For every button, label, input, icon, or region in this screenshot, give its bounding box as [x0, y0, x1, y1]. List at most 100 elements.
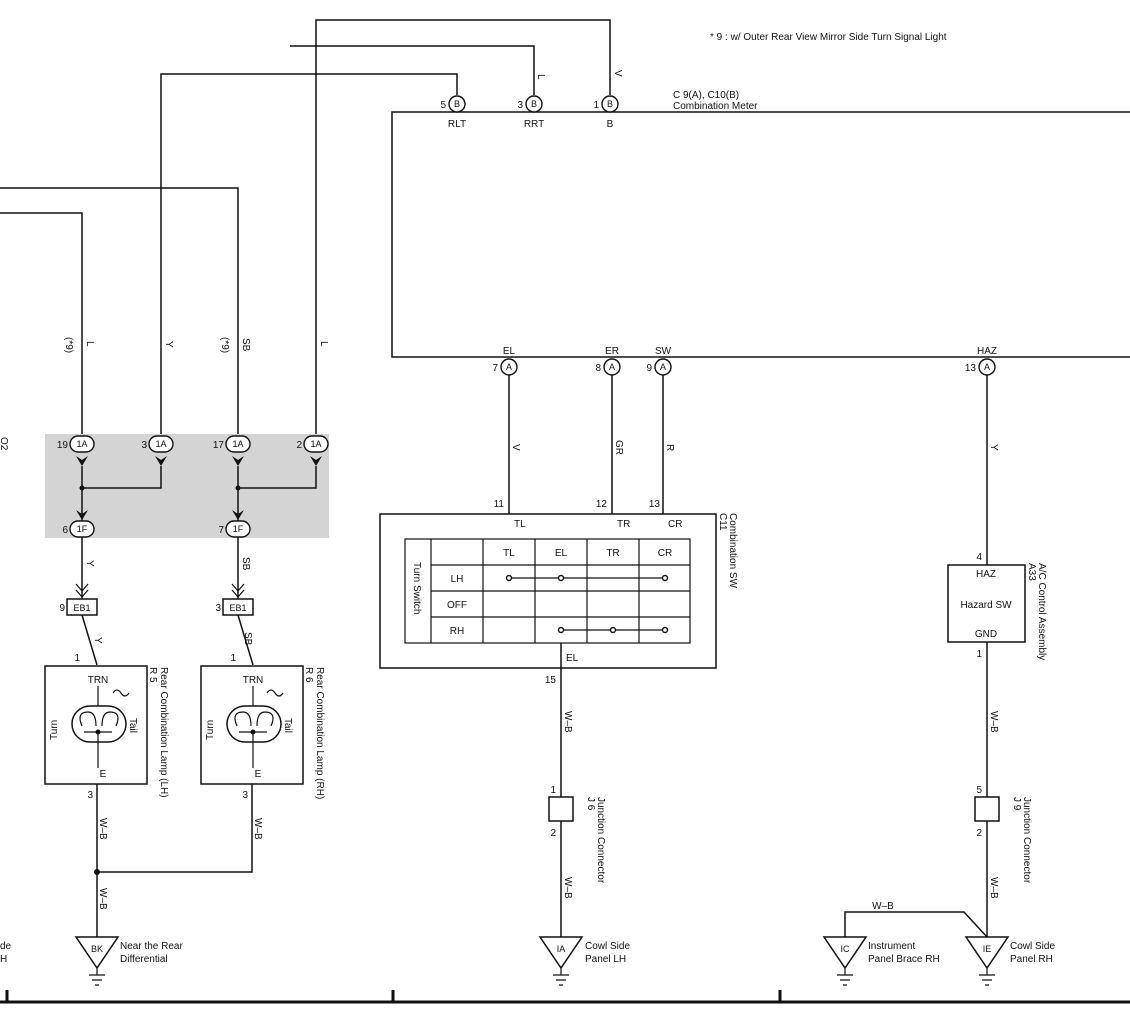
lamp-rh-e: E — [255, 769, 262, 780]
row-rh: RH — [450, 626, 464, 637]
ground-line1: Instrument — [868, 941, 915, 952]
meter-pin-sw: SW A 9 — [646, 346, 672, 376]
wire-color-w4: L — [318, 341, 329, 347]
pin-conn: 1A — [232, 439, 243, 449]
lamp-rh-pin-top: 1 — [230, 653, 236, 664]
haz-pin-top: 4 — [976, 552, 982, 563]
pin-conn: EB1 — [73, 603, 90, 613]
csw-name: Combination SW — [727, 513, 738, 589]
j9-code: J 9 — [1011, 797, 1022, 811]
pin-num: 6 — [62, 525, 68, 536]
wire-color-el: V — [510, 444, 521, 451]
meter-pin-haz: HAZ A 13 — [965, 346, 997, 376]
pin-conn: 1F — [233, 524, 244, 534]
combination-switch: 11 12 13 TL TR CR C11 Combination SW Tur… — [379, 499, 738, 686]
wire-color-w1: L — [84, 341, 95, 347]
wire-color-sb-out: SB — [240, 557, 251, 571]
ground-ie: IE Cowl Side Panel RH — [964, 936, 1055, 986]
pin-num: 9 — [59, 603, 65, 614]
junction-internal-wiring — [76, 456, 322, 521]
turn-switch-table: Turn Switch TL EL TR CR LH OFF RH — [404, 538, 691, 644]
pin-conn: B — [454, 99, 460, 109]
combination-meter: C 9(A), C10(B) Combination Meter — [391, 90, 1130, 358]
meter-pin-rlt: B 5 RLT — [440, 95, 466, 130]
wire-color-er: GR — [613, 440, 624, 455]
ground-line2: Panel RH — [1010, 954, 1053, 965]
csw-pin-tr: TR — [617, 519, 630, 530]
ground-line2: Differential — [120, 954, 168, 965]
ground-ic: IC Instrument Panel Brace RH — [822, 936, 940, 986]
lamp-lh-trn: TRN — [88, 675, 109, 686]
hazard-switch: 4 HAZ Hazard SW GND A33 A/C Control Asse… — [947, 552, 1047, 660]
wire-color-wb8: W–B — [872, 901, 894, 912]
lamp-lh-e: E — [100, 769, 107, 780]
j9-pin-top: 5 — [976, 785, 982, 796]
ground-code: IA — [557, 944, 566, 954]
left-partial-o2: O2 — [0, 437, 9, 451]
left-partial-h: H — [0, 954, 7, 965]
j6-code: J 6 — [585, 797, 596, 811]
pin-name: HAZ — [977, 346, 997, 357]
j6-pin-top: 1 — [550, 785, 556, 796]
lamp-rh-pin-bottom: 3 — [242, 790, 248, 801]
wire-color-wb1: W–B — [97, 818, 108, 840]
lamp-lh-pin-top: 1 — [74, 653, 80, 664]
wire-color-wb2: W–B — [252, 818, 263, 840]
ground-ia: IA Cowl Side Panel LH — [538, 936, 630, 986]
pin-conn: B — [607, 99, 613, 109]
lamp-rh-name: Rear Combination Lamp (RH) — [314, 667, 325, 799]
pin-conn: 1A — [310, 439, 321, 449]
pin-name: RLT — [448, 119, 466, 130]
wire-color-top-v: V — [612, 70, 623, 77]
lamp-rh-code: R 6 — [303, 667, 314, 683]
csw-pin-tl: TL — [514, 519, 526, 530]
pin-conn: B — [531, 99, 537, 109]
csw-pin-el: EL — [566, 653, 579, 664]
csw-pin-13: 13 — [649, 499, 661, 510]
pin-name: SW — [655, 346, 672, 357]
junction-connector-j9: 5 2 J 9 Junction Connector — [976, 785, 1032, 884]
junction-pin-19: 1A 19 — [57, 435, 95, 453]
lamp-rh-turn: Turn — [205, 720, 216, 740]
wire-color-w3: SB — [240, 338, 251, 352]
eb1-wiring — [75, 537, 245, 599]
j6-wiring — [548, 668, 574, 937]
row-lh: LH — [451, 574, 464, 585]
hazard-code: A33 — [1026, 563, 1037, 581]
meter-pin-er: ER A 8 — [595, 346, 621, 376]
ground-code: IE — [983, 944, 992, 954]
pin-num: 8 — [595, 363, 601, 374]
wire-color-w2: Y — [163, 341, 174, 348]
pin-name: B — [607, 119, 614, 130]
lamp-lh-code: R 5 — [147, 667, 158, 683]
row-off: OFF — [447, 600, 467, 611]
gnd-label: GND — [975, 629, 997, 640]
j6-pin-bottom: 2 — [550, 828, 556, 839]
junction-pin-17: 1A 17 — [213, 435, 251, 453]
pin-num: 13 — [965, 363, 977, 374]
wire-color-sb-lamp: SB — [242, 632, 253, 646]
haz-pin-bottom: 1 — [976, 649, 982, 660]
col-el: EL — [555, 548, 568, 559]
ground-line2: Panel Brace RH — [868, 954, 940, 965]
meter-name: Combination Meter — [673, 101, 758, 112]
junction-connector-j6: 1 2 J 6 Junction Connector — [550, 785, 606, 884]
csw-pin-12: 12 — [596, 499, 608, 510]
pin-conn: A — [984, 362, 990, 372]
haz-label: HAZ — [976, 569, 996, 580]
ground-code: IC — [841, 944, 851, 954]
wire-color-wb5: W–B — [562, 877, 573, 899]
ground-line1: Cowl Side — [585, 941, 630, 952]
wire-color-y-lamp: Y — [92, 637, 103, 644]
meter-pin-rrt: B 3 RRT — [517, 95, 544, 130]
option-mark-w3: (*9) — [219, 337, 230, 353]
wire-color-wb4: W–B — [562, 711, 573, 733]
junction-pin-3: 1A 3 — [141, 435, 174, 453]
lamp-lh-name: Rear Combination Lamp (LH) — [158, 667, 169, 798]
ground-code: BK — [91, 944, 103, 954]
lamp-lh-pin-bottom: 3 — [87, 790, 93, 801]
col-tl: TL — [503, 548, 515, 559]
col-tr: TR — [606, 548, 619, 559]
lamp-lh-turn: Turn — [49, 720, 60, 740]
